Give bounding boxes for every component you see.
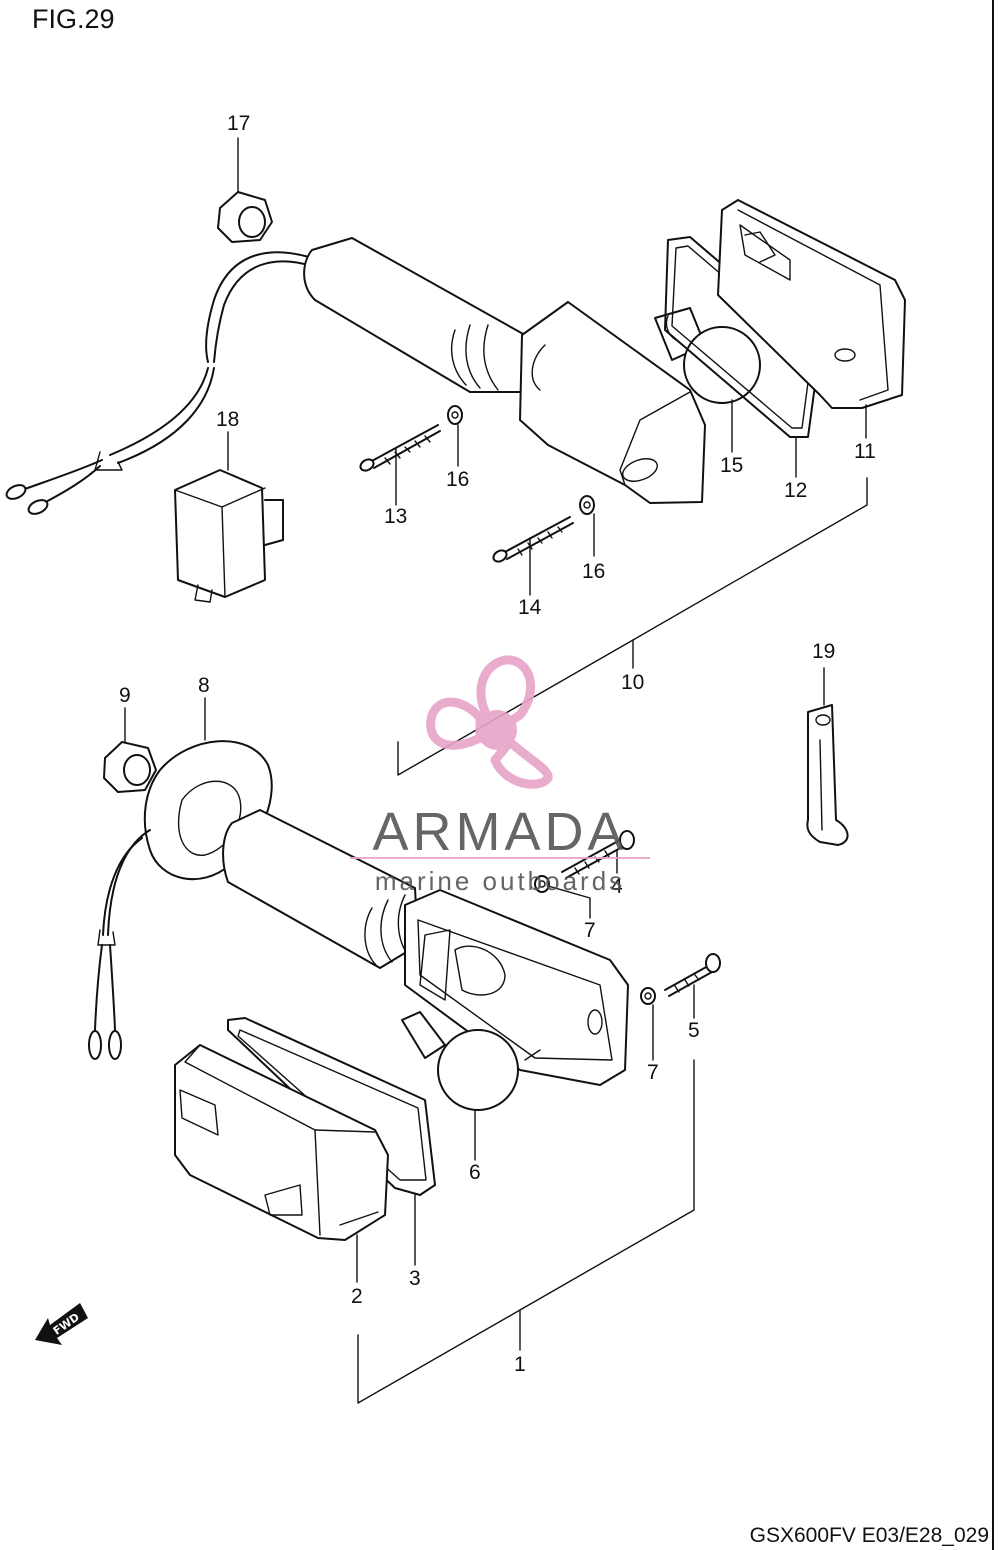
figure-code: GSX600FV E03/E28_029 [750,1524,989,1547]
label-18: 18 [216,408,239,431]
nut-9 [103,741,157,793]
washer-7-upper [534,875,550,893]
label-14: 14 [518,596,542,619]
part-labels: 17 18 13 16 14 16 15 12 11 10 19 9 8 4 7… [119,112,876,1376]
label-16-upper: 16 [446,468,469,491]
lower-turn-signal-assembly [88,740,629,1241]
label-16-lower: 16 [582,560,605,583]
armada-watermark: ARMADA marine outboards [350,655,650,896]
propeller-logo-icon [426,655,553,789]
label-9: 9 [119,684,131,707]
label-2: 2 [351,1285,363,1308]
lens-2 [174,1044,389,1241]
upper-turn-signal-assembly [5,199,906,515]
label-8: 8 [198,674,210,697]
washer-16-upper [447,405,463,425]
label-6: 6 [469,1161,481,1184]
label-11: 11 [854,440,876,463]
gasket-12 [664,236,821,438]
label-4: 4 [611,875,623,898]
label-19: 19 [812,640,835,663]
washer-7-lower [640,987,656,1005]
watermark-tagline: marine outboards [375,866,625,896]
lens-11 [717,199,906,409]
label-17: 17 [227,112,250,135]
screw-13 [359,424,441,472]
washer-16-lower [579,495,595,515]
fwd-arrow-icon: FWD [35,1303,88,1345]
gasket-3 [227,1017,436,1196]
label-13: 13 [384,505,407,528]
watermark-name: ARMADA [372,802,627,862]
relay-18 [174,469,284,603]
leader-lines [124,137,868,1404]
label-5: 5 [688,1019,700,1042]
label-10: 10 [621,671,644,694]
bulb-6 [401,1011,519,1111]
label-12: 12 [784,479,807,502]
label-7-upper: 7 [584,919,596,942]
label-3: 3 [409,1267,421,1290]
screw-14 [492,516,574,563]
bracket-19 [806,704,849,846]
screw-4 [561,830,635,879]
screw-5 [664,953,721,997]
nut-17 [217,191,273,243]
label-7-lower: 7 [647,1061,659,1084]
label-15: 15 [720,454,743,477]
label-1: 1 [514,1353,526,1376]
figure-title: FIG.29 [32,4,115,34]
